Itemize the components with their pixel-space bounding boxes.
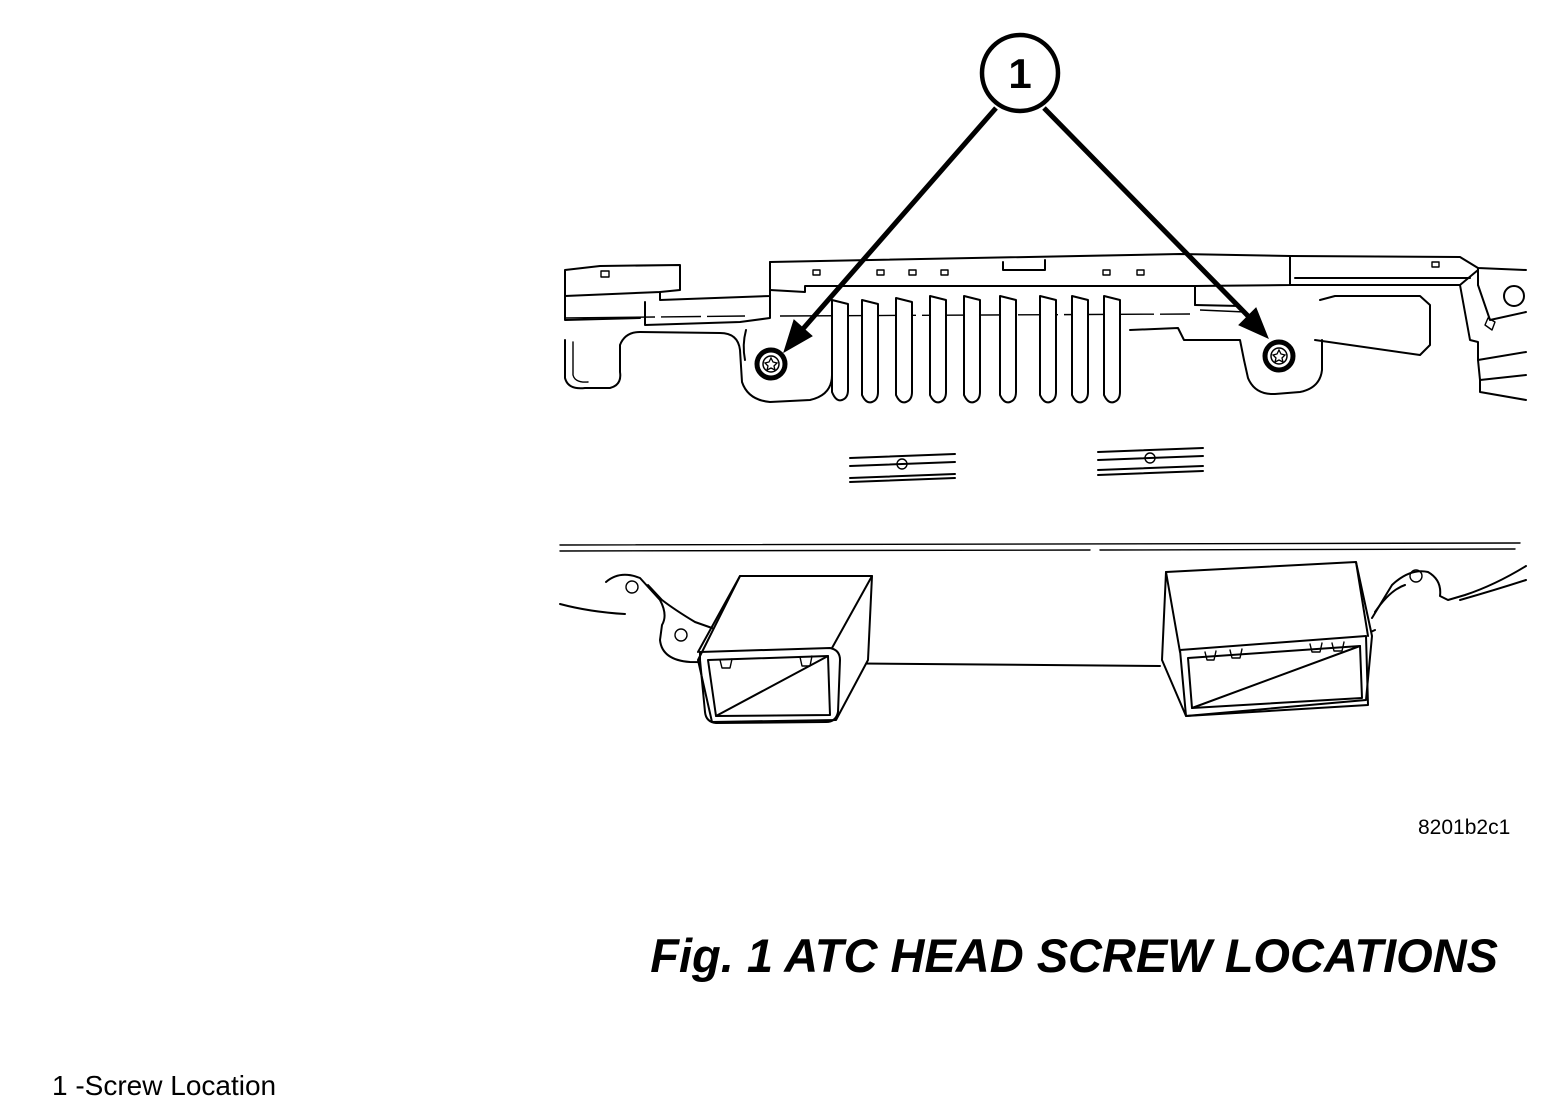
- screw-icon: [1262, 339, 1296, 373]
- legend-item: 1 -Screw Location: [52, 1070, 277, 1101]
- callout-leaders: [783, 106, 1269, 354]
- module-housing-upper: [564, 253, 1527, 403]
- module-slots: [849, 447, 1204, 483]
- connector-right: [1161, 561, 1373, 717]
- module-housing-lower: [559, 542, 1527, 667]
- connector-left: [697, 575, 873, 724]
- callout-1: 1: [979, 32, 1061, 114]
- callout-number: 1: [1008, 50, 1031, 97]
- figure-code: 8201b2c1: [1418, 816, 1511, 839]
- module-fins: [831, 295, 1121, 404]
- figure-title: Fig. 1 ATC HEAD SCREW LOCATIONS: [650, 929, 1498, 982]
- screw-icon: [742, 329, 788, 381]
